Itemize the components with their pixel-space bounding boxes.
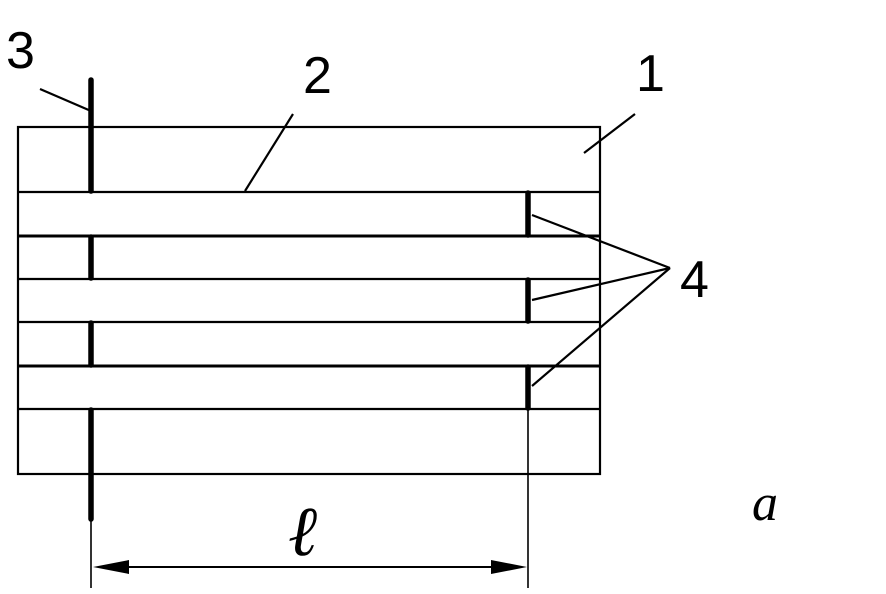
leader-4b <box>531 266 671 302</box>
leader-3 <box>39 87 92 113</box>
length-label: ℓ <box>288 494 317 571</box>
layer-lines <box>18 190 600 411</box>
dimension-arrow-left <box>93 560 129 574</box>
dimension-arrow-right <box>491 560 527 574</box>
leader-1 <box>583 113 636 154</box>
label-part-2: 2 <box>303 47 332 105</box>
subfigure-label: a <box>752 475 778 532</box>
leader-4c <box>531 267 671 387</box>
leader-4a <box>531 213 671 270</box>
label-part-1: 1 <box>636 45 665 103</box>
leader-lines <box>39 87 671 387</box>
label-part-3: 3 <box>6 22 35 80</box>
label-part-4: 4 <box>680 251 709 309</box>
leader-2 <box>244 113 294 192</box>
outer-plate-outline <box>16 125 602 476</box>
length-dimension <box>93 560 527 574</box>
